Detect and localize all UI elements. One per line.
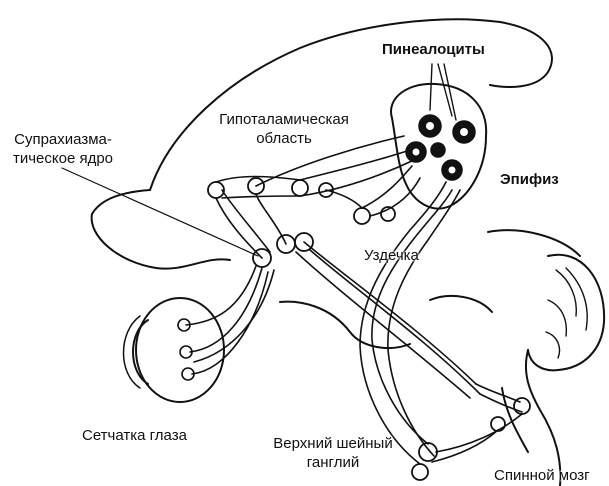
brain-lower-contour (92, 190, 230, 269)
label-epiphysis: Эпифиз (500, 170, 559, 189)
hypothalamic-cells (208, 178, 395, 224)
label-ganglion: Верхний шейный ганглий (258, 434, 408, 472)
retinohypothalamic-tract (186, 266, 274, 374)
brain-lower-contour-2 (280, 302, 410, 348)
label-ganglion-line2: ганглий (258, 453, 408, 472)
hypothalamic-pathway (216, 136, 420, 258)
brain-outline (150, 19, 552, 190)
cerebellum-folia (546, 268, 587, 358)
spinal-cells (491, 398, 530, 431)
label-scn-line2: тическое ядро (0, 149, 126, 168)
label-habenula: Уздечка (364, 246, 419, 265)
pinealocyte-leaders (430, 64, 456, 120)
label-hypothalamic-area: Гипоталамическая область (205, 110, 363, 148)
label-hypothalamic-area-line1: Гипоталамическая (205, 110, 363, 129)
brainstem-outline (488, 230, 580, 256)
label-pinealocytes: Пинеалоциты (382, 40, 485, 59)
descending-pathway (296, 242, 522, 412)
pinealocyte-cells (406, 115, 475, 180)
scn-leader-line (62, 168, 258, 256)
preganglionic-fibers (432, 414, 522, 462)
label-scn: Супрахиазма- тическое ядро (0, 130, 126, 168)
brainstem-outline-2 (430, 296, 492, 312)
label-hypothalamic-area-line2: область (205, 129, 363, 148)
label-scn-line1: Супрахиазма- (0, 130, 126, 149)
label-ganglion-line1: Верхний шейный (258, 434, 408, 453)
cerebellum-outline (528, 255, 604, 371)
eye-cornea (124, 316, 141, 388)
postganglionic-fibers (360, 182, 460, 464)
retina-cells (178, 319, 194, 380)
label-spinal-cord: Спинной мозг (494, 466, 590, 485)
label-retina: Сетчатка глаза (82, 426, 187, 445)
